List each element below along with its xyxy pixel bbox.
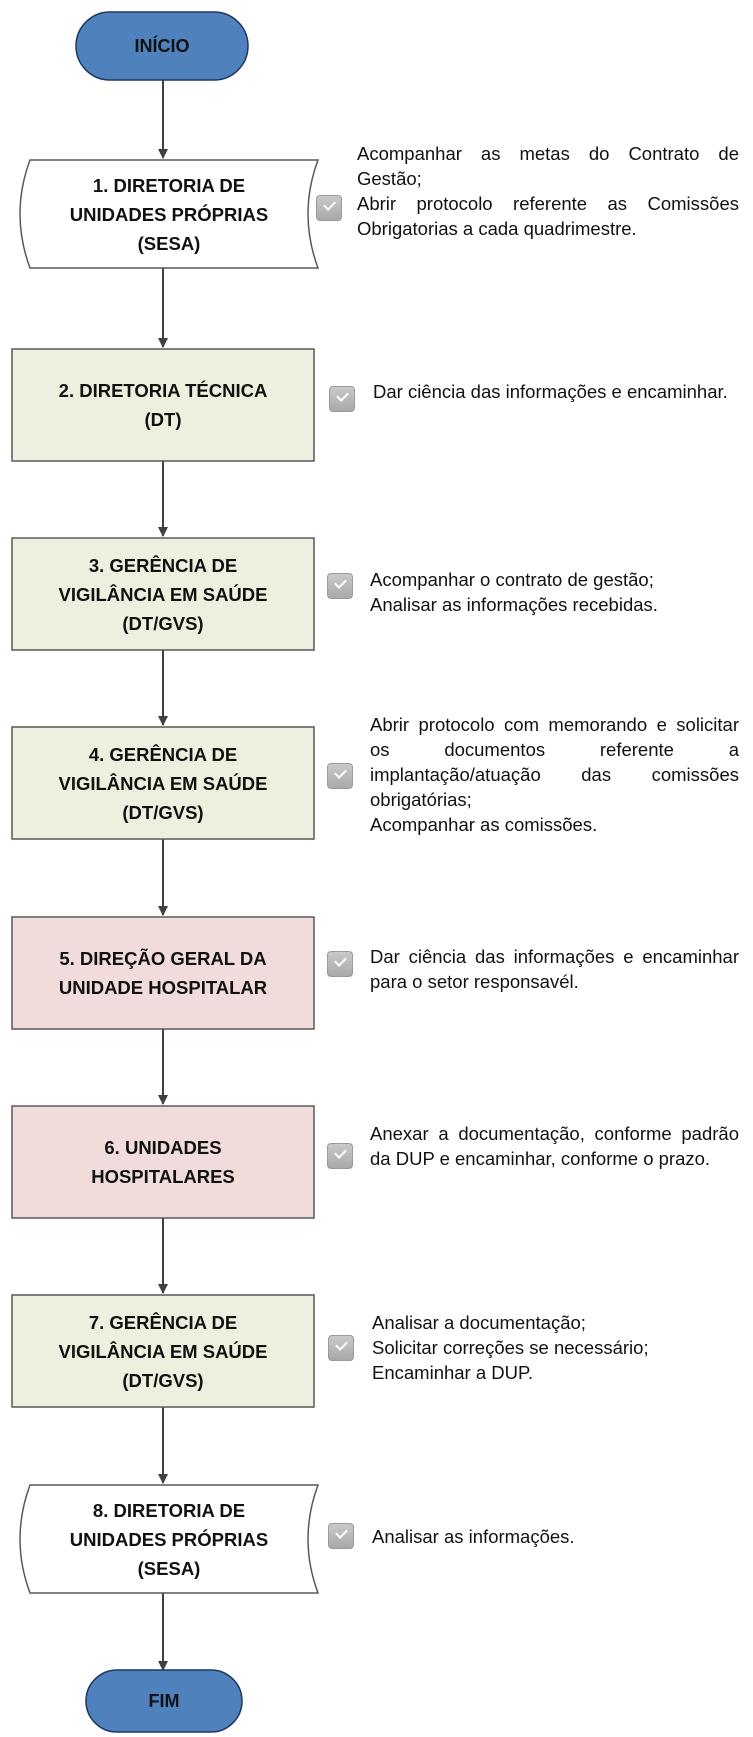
step-7-description: Analisar a documentação; Solicitar corre… <box>372 1312 649 1383</box>
step-3-box <box>11 537 315 651</box>
step-5-check-icon <box>327 951 353 977</box>
step-7-box <box>11 1294 315 1408</box>
step-1-check-icon <box>316 195 342 221</box>
step-5-box <box>11 916 315 1030</box>
step-2-description: Dar ciência das informações e encaminhar… <box>373 381 728 402</box>
start-terminal <box>75 11 249 81</box>
step-6-description: Anexar a documentação, conforme padrão d… <box>370 1123 739 1169</box>
step-8-box <box>19 1484 320 1594</box>
step-7-check-icon <box>328 1335 354 1361</box>
step-4-check-icon <box>327 763 353 789</box>
step-4-box <box>11 726 315 840</box>
step-2-box <box>11 348 315 462</box>
step-4-description: Abrir protocolo com memorando e solicita… <box>370 714 739 835</box>
step-5-description: Dar ciência das informações e encaminhar… <box>370 946 739 992</box>
end-terminal <box>85 1669 243 1733</box>
step-8-description: Analisar as informações. <box>372 1526 575 1547</box>
step-8-check-icon <box>328 1523 354 1549</box>
step-1-box <box>19 159 320 269</box>
step-2-check-icon <box>329 386 355 412</box>
step-6-box <box>11 1105 315 1219</box>
step-3-check-icon <box>327 573 353 599</box>
step-1-description: Acompanhar as metas do Contrato de Gestã… <box>357 143 739 239</box>
step-3-description: Acompanhar o contrato de gestão; Analisa… <box>370 569 658 615</box>
step-6-check-icon <box>327 1143 353 1169</box>
